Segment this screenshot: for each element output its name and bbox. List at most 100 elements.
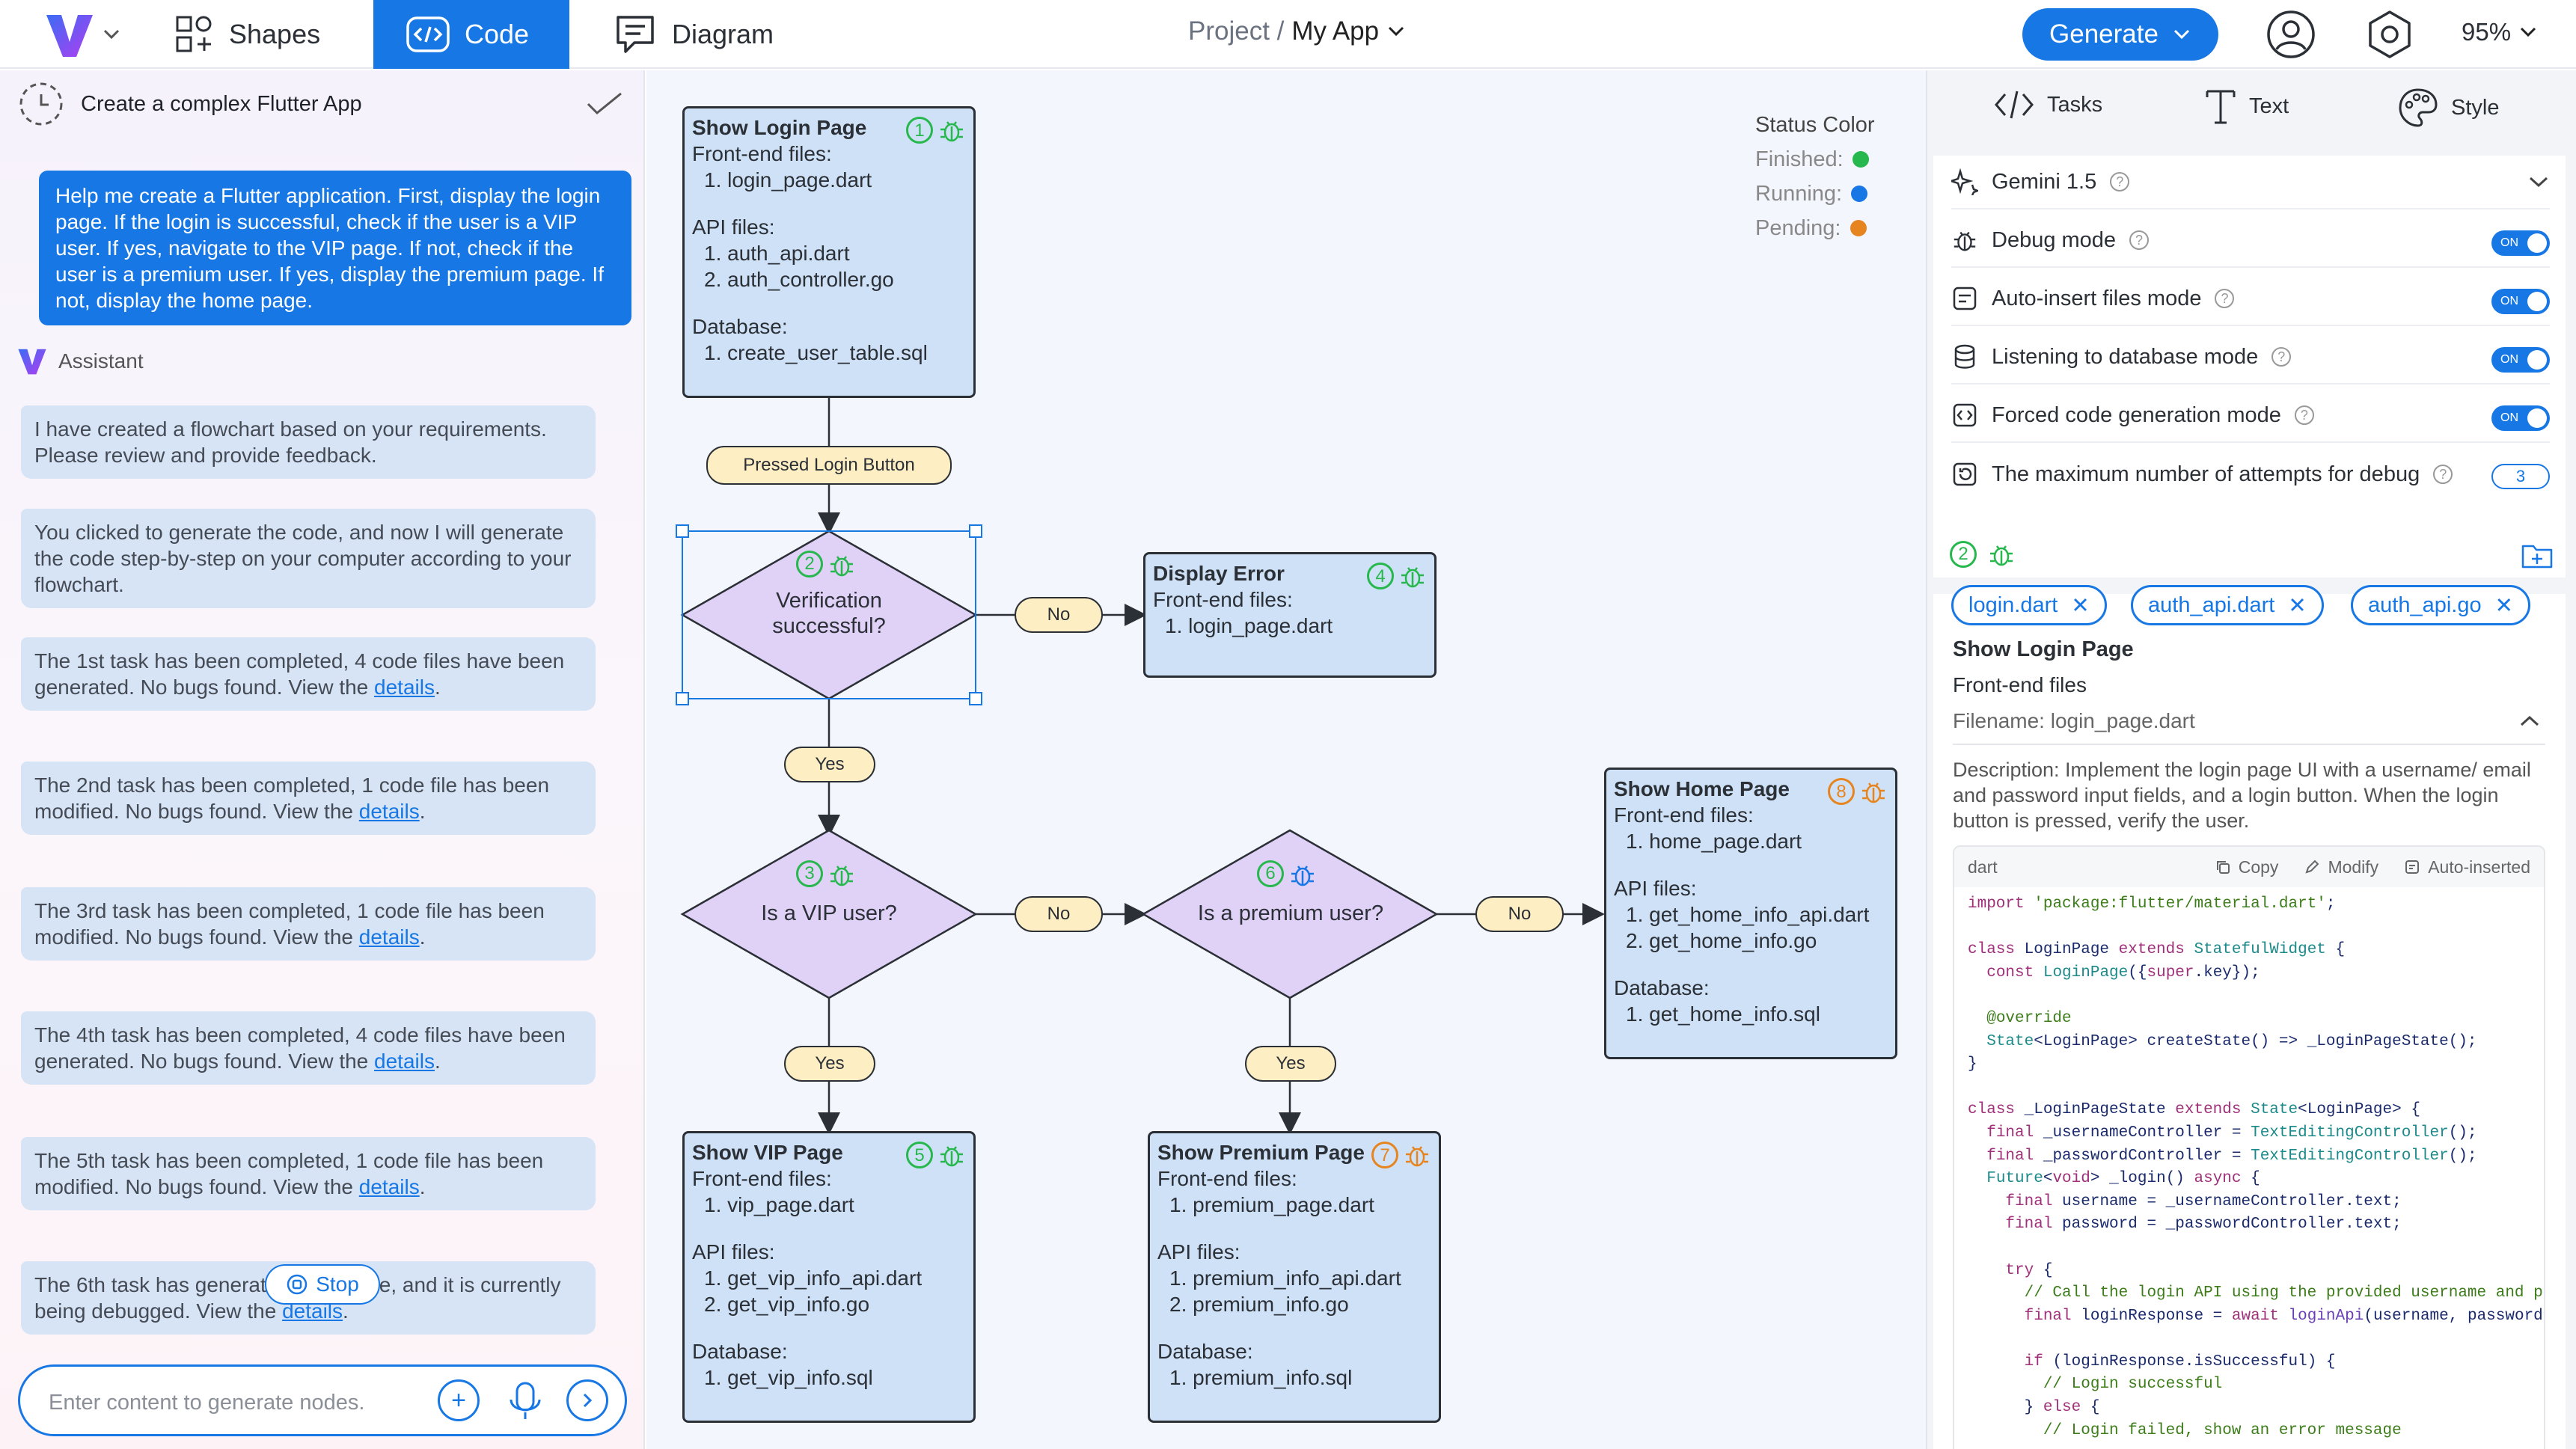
code-viewer[interactable]: dart Copy Modify Auto-inserted import 'p…: [1953, 845, 2545, 1449]
database-label: Database:: [692, 1340, 788, 1363]
node-display-error[interactable]: Display Error 4 Front-end files: 1. logi…: [1143, 552, 1437, 678]
frontend-file: 1. home_page.dart: [1626, 830, 1802, 853]
api-file: 2. premium_info.go: [1169, 1293, 1349, 1316]
debug-mode-toggle[interactable]: ON: [2491, 230, 2550, 256]
edge-label-no[interactable]: No: [1015, 597, 1103, 633]
stop-icon: [287, 1274, 308, 1295]
chevron-down-icon[interactable]: [102, 27, 121, 42]
tab-style[interactable]: Style: [2397, 87, 2499, 129]
sparkle-icon: [1951, 168, 1978, 195]
selection-box[interactable]: [676, 524, 982, 705]
status-dot: [1851, 186, 1868, 202]
checkmark-icon[interactable]: [585, 89, 624, 119]
help-icon[interactable]: ?: [2433, 465, 2453, 484]
node-show-vip-page[interactable]: Show VIP Page 5 Front-end files: 1. vip_…: [682, 1131, 976, 1423]
message-text: You clicked to generate the code, and no…: [34, 521, 572, 596]
node-number: 6: [1257, 860, 1284, 887]
api-file: 1. premium_info_api.dart: [1169, 1266, 1401, 1290]
details-link[interactable]: details: [358, 925, 420, 949]
details-link[interactable]: details: [374, 1050, 435, 1073]
tab-diagram[interactable]: Diagram: [612, 0, 829, 69]
setting-label: Debug mode: [1992, 227, 2117, 252]
bug-icon: [830, 866, 853, 886]
pencil-icon: [2305, 860, 2319, 874]
auto-insert-toggle[interactable]: ON: [2491, 289, 2550, 314]
listening-database-toggle[interactable]: ON: [2491, 347, 2550, 373]
help-icon[interactable]: ?: [2110, 172, 2130, 192]
code-header: dart Copy Modify Auto-inserted: [1954, 847, 2544, 887]
add-folder-icon[interactable]: [2521, 542, 2553, 570]
filename-row[interactable]: Filename: login_page.dart: [1953, 709, 2545, 745]
file-chip[interactable]: auth_api.go✕: [2351, 585, 2530, 625]
tab-code[interactable]: Code: [373, 0, 569, 69]
edge-label-yes[interactable]: Yes: [784, 747, 875, 782]
file-chip[interactable]: login.dart✕: [1951, 585, 2107, 625]
database-file: 1. get_vip_info.sql: [704, 1366, 873, 1389]
model-select[interactable]: Gemini 1.5 ?: [1951, 156, 2550, 209]
setting-debug-mode: Debug mode ? ON: [1951, 214, 2550, 268]
modify-button[interactable]: Modify: [2304, 857, 2378, 877]
help-icon[interactable]: ?: [2271, 347, 2292, 367]
settings-gear-icon[interactable]: [2364, 9, 2415, 60]
bug-icon: [1954, 231, 1976, 251]
file-chip[interactable]: auth_api.dart ✕: [2131, 585, 2324, 625]
breadcrumb[interactable]: Project / My App: [1188, 16, 1406, 46]
settings-card: Gemini 1.5 ? Debug mode ? ON Auto-insert…: [1933, 156, 2566, 578]
api-label: API files:: [1157, 1240, 1240, 1263]
diagram-canvas[interactable]: Show Login Page 1 Front-end files: 1. lo…: [646, 70, 1926, 1449]
message-text: The 6th task has generated a code file, …: [34, 1273, 561, 1323]
edge-label-no[interactable]: No: [1015, 896, 1103, 932]
help-icon[interactable]: ?: [2294, 405, 2314, 425]
help-icon[interactable]: ?: [2129, 230, 2150, 250]
assistant-logo-icon: [18, 349, 46, 375]
close-icon[interactable]: ✕: [2071, 593, 2090, 618]
chevron-down-icon[interactable]: [2527, 174, 2550, 189]
node-show-premium-page[interactable]: Show Premium Page 7 Front-end files: 1. …: [1148, 1131, 1441, 1423]
generate-button[interactable]: Generate: [2022, 8, 2218, 61]
node-show-login-page[interactable]: Show Login Page 1 Front-end files: 1. lo…: [682, 106, 976, 398]
zoom-control[interactable]: 95%: [2462, 18, 2538, 46]
decision-premium[interactable]: [1141, 829, 1439, 999]
app-logo-icon[interactable]: [43, 9, 96, 61]
help-icon[interactable]: ?: [2215, 289, 2235, 308]
tab-tasks-label: Tasks: [2047, 92, 2103, 117]
node-show-home-page[interactable]: Show Home Page 8 Front-end files: 1. hom…: [1604, 768, 1897, 1059]
voice-input-button[interactable]: [502, 1377, 548, 1424]
node-number: 1: [906, 117, 933, 144]
close-icon[interactable]: ✕: [2288, 593, 2307, 618]
user-avatar-icon[interactable]: [2266, 9, 2316, 60]
stop-button[interactable]: Stop: [265, 1264, 380, 1305]
tab-tasks[interactable]: Tasks: [1993, 87, 2102, 123]
chat-input[interactable]: [49, 1386, 423, 1419]
setting-auto-insert: Auto-insert files mode ? ON: [1951, 272, 2550, 326]
max-attempts-input[interactable]: 3: [2491, 464, 2550, 489]
details-link[interactable]: details: [374, 676, 435, 699]
edge-label-yes[interactable]: Yes: [1245, 1046, 1336, 1082]
send-button[interactable]: [566, 1379, 608, 1421]
decision-vip[interactable]: [680, 829, 978, 999]
setting-label: Auto-insert files mode: [1992, 286, 2202, 310]
tab-text[interactable]: Text: [2204, 87, 2289, 126]
frontend-file: 1. login_page.dart: [1165, 614, 1333, 637]
auto-inserted-label: Auto-inserted: [2428, 857, 2530, 877]
chevron-up-icon[interactable]: [2518, 714, 2541, 729]
message-text: The 5th task has been completed, 1 code …: [34, 1149, 544, 1198]
forced-code-toggle[interactable]: ON: [2491, 405, 2550, 431]
close-icon[interactable]: ✕: [2494, 593, 2513, 618]
details-link[interactable]: details: [358, 800, 420, 823]
copy-button[interactable]: Copy: [2215, 857, 2278, 877]
node-number: 5: [906, 1142, 933, 1168]
edge-label-pressed-login[interactable]: Pressed Login Button: [706, 446, 952, 485]
details-link[interactable]: details: [358, 1175, 420, 1198]
edge-label-no[interactable]: No: [1475, 896, 1564, 932]
assistant-label: Assistant: [58, 349, 144, 373]
database-label: Database:: [1157, 1340, 1253, 1363]
tab-shapes[interactable]: Shapes: [154, 0, 371, 69]
node-number: 3: [796, 860, 823, 887]
retry-icon: [1953, 462, 1977, 486]
edge-label-yes[interactable]: Yes: [784, 1046, 875, 1082]
add-button[interactable]: +: [438, 1379, 480, 1421]
node-number: 4: [1367, 563, 1394, 589]
chat-input-box: +: [18, 1364, 627, 1436]
file-chip-label: auth_api.dart: [2148, 592, 2275, 617]
